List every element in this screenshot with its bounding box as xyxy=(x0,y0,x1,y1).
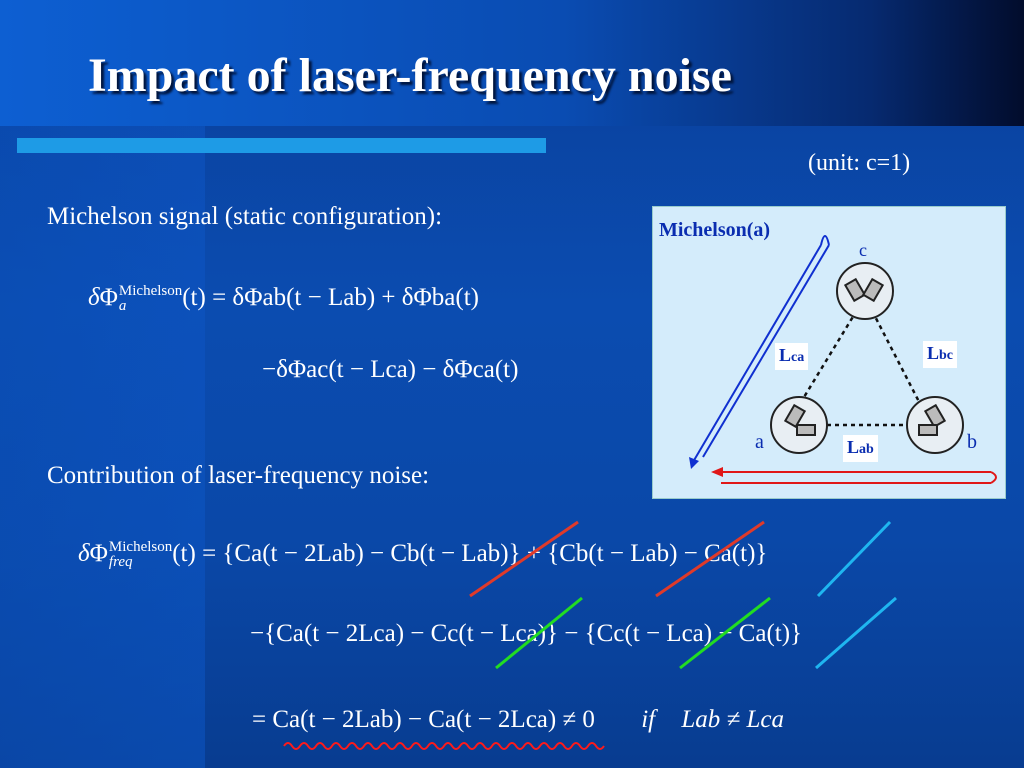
bench-b-2 xyxy=(918,424,938,436)
triangle-diagram xyxy=(689,235,997,484)
eq1-superscript: Michelson xyxy=(118,283,183,300)
label-L-bc: Lbc xyxy=(923,341,958,368)
beam-turn-c xyxy=(820,235,830,246)
equation-michelson-2: −δΦac(t − Lca) − δΦca(t) xyxy=(262,356,519,383)
eq1-rhs: (t) = δΦab(t − Lab) + δΦba(t) xyxy=(182,284,479,311)
slide-title: Impact of laser-frequency noise xyxy=(88,49,732,102)
eq3-superscript: Michelson xyxy=(108,539,173,556)
eq5-if: if xyxy=(641,706,656,733)
label-L-ab: Lab xyxy=(843,435,878,462)
strike-cyan-1 xyxy=(816,520,892,598)
arm-ca xyxy=(785,296,867,426)
title-band xyxy=(0,0,1024,126)
heading-contribution: Contribution of laser-frequency noise: xyxy=(47,462,430,489)
node-label-b: b xyxy=(967,431,977,453)
eq3-subscript: freq xyxy=(108,554,133,571)
node-label-a: a xyxy=(755,431,764,453)
eq5-main: = Ca(t − 2Lab) − Ca(t − 2Lca) ≠ 0 xyxy=(252,706,595,733)
arrowhead-red xyxy=(711,467,723,477)
michelson-diagram: Michelson(a) c a b Lca Lbc Lab xyxy=(652,206,1006,499)
unit-note: (unit: c=1) xyxy=(808,150,911,176)
strike-red-1 xyxy=(469,520,579,598)
bench-c-1 xyxy=(843,277,867,303)
beam-ca-out xyxy=(692,244,822,463)
label-L-ca: Lca xyxy=(775,343,809,370)
left-band xyxy=(0,126,205,768)
strike-green-2 xyxy=(679,596,771,670)
title-underline xyxy=(17,138,546,153)
beam-ca-return xyxy=(702,244,830,458)
eq1-subscript: a xyxy=(118,298,127,315)
heading-michelson: Michelson signal (static configuration): xyxy=(47,203,443,230)
node-label-c: c xyxy=(859,240,867,260)
bench-a-2 xyxy=(796,424,816,436)
bench-b-1 xyxy=(923,403,947,429)
bench-a-1 xyxy=(783,403,807,429)
equation-result: = Ca(t − 2Lab) − Ca(t − 2Lca) ≠ 0 if Lab… xyxy=(252,706,784,734)
arrowhead-blue xyxy=(689,457,699,469)
diagram-title: Michelson(a) xyxy=(659,219,771,241)
eq5-condition: Lab ≠ Lca xyxy=(681,706,784,733)
wavy-underline xyxy=(283,742,605,750)
bench-c-2 xyxy=(861,277,885,303)
beam-turn-b xyxy=(990,471,997,484)
strike-red-2 xyxy=(655,520,765,598)
strike-cyan-2 xyxy=(815,596,897,670)
eq3-rhs: (t) = {Ca(t − 2Lab) − Cb(t − Lab)} + {Cb… xyxy=(172,540,768,567)
strike-green-1 xyxy=(495,596,583,670)
